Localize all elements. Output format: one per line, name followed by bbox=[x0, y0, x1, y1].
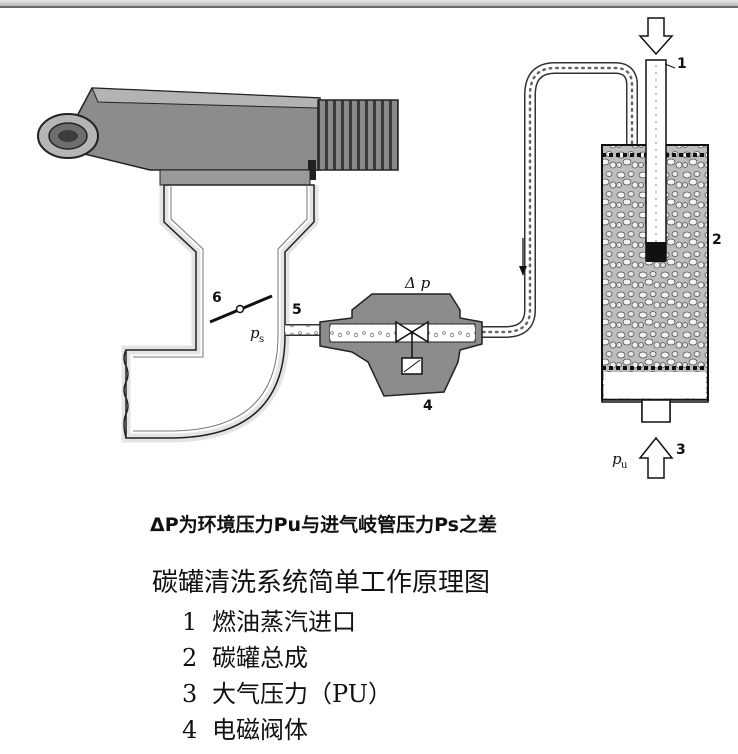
legend-number: 2 bbox=[182, 644, 198, 672]
label-5: 5 bbox=[292, 302, 302, 318]
ps-label: p bbox=[250, 324, 260, 342]
intake-pipe bbox=[37, 87, 399, 186]
legend-item: 4 电磁阀体 bbox=[182, 712, 392, 748]
legend-item: 3 大气压力（PU） bbox=[182, 676, 392, 712]
label-1: 1 bbox=[677, 56, 687, 72]
label-2: 2 bbox=[712, 232, 722, 248]
charcoal-canister bbox=[601, 59, 709, 423]
legend-item: 2 碳罐总成 bbox=[182, 640, 392, 676]
canister-purge-diagram: 1 2 3 4 5 6 Δ p p s p u bbox=[37, 17, 722, 479]
legend-number: 4 bbox=[182, 716, 198, 744]
legend-list: 1 燃油蒸汽进口 2 碳罐总成 3 大气压力（PU） 4 电磁阀体 bbox=[182, 604, 392, 748]
solenoid-valve bbox=[319, 293, 483, 397]
diagram-title: 碳罐清洗系统简单工作原理图 bbox=[152, 568, 491, 598]
flow-arrow-down-icon bbox=[519, 238, 527, 276]
legend-text: 大气压力（PU） bbox=[212, 680, 392, 708]
legend-number: 3 bbox=[182, 680, 198, 708]
label-4: 4 bbox=[423, 398, 433, 414]
throttle-plate bbox=[209, 294, 273, 324]
label-6: 6 bbox=[212, 290, 222, 306]
legend-text: 电磁阀体 bbox=[212, 716, 308, 744]
legend-text: 燃油蒸汽进口 bbox=[212, 608, 356, 636]
delta-p-label: Δ p bbox=[404, 274, 431, 292]
atmosphere-inlet-arrow-icon bbox=[638, 436, 674, 479]
ps-label-sub: s bbox=[259, 334, 264, 345]
intake-manifold bbox=[121, 184, 319, 443]
legend-text: 碳罐总成 bbox=[212, 644, 308, 672]
pu-label-sub: u bbox=[621, 460, 628, 471]
pressure-caption: ΔP为环境压力Pu与进气岐管压力Ps之差 bbox=[150, 514, 497, 536]
label-3: 3 bbox=[676, 442, 686, 458]
vapor-inlet-arrow-icon bbox=[638, 17, 674, 56]
window-top-bar bbox=[0, 0, 738, 8]
legend-item: 1 燃油蒸汽进口 bbox=[182, 604, 392, 640]
legend-number: 1 bbox=[182, 608, 198, 636]
pu-label: p bbox=[612, 450, 622, 468]
